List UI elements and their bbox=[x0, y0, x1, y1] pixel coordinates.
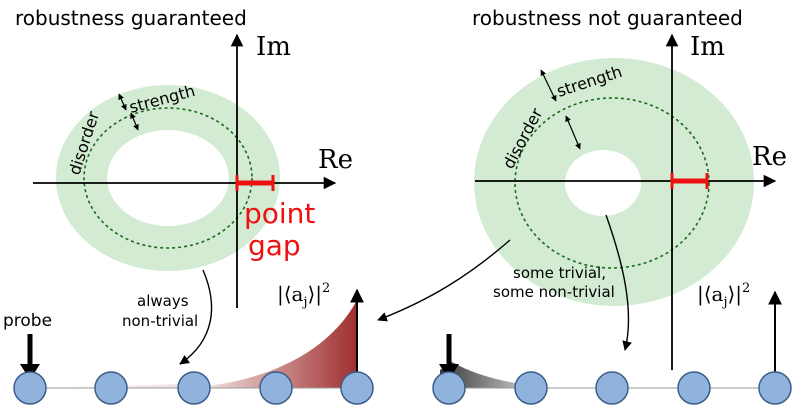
right-site-5 bbox=[758, 371, 792, 405]
left-title: robustness guaranteed bbox=[15, 6, 247, 30]
probe-label: probe bbox=[3, 311, 52, 331]
left-point-gap-label-1: point bbox=[244, 197, 315, 230]
right-im-label: Im bbox=[690, 32, 725, 62]
left-faint-tail bbox=[30, 384, 180, 388]
left-overlap-label: |⟨aj⟩|2 bbox=[277, 281, 330, 310]
right-site-1 bbox=[432, 371, 466, 405]
right-overlap-label: |⟨aj⟩|2 bbox=[697, 281, 750, 310]
right-site-4 bbox=[677, 371, 711, 405]
left-ring-centerline bbox=[83, 107, 253, 249]
right-width-arrow-2 bbox=[565, 115, 581, 150]
left-width-arrow-1 bbox=[118, 93, 127, 111]
right-site-3 bbox=[595, 371, 629, 405]
left-re-label: Re bbox=[318, 145, 353, 175]
right-ring-centerline bbox=[514, 97, 710, 269]
right-site-2 bbox=[514, 371, 548, 405]
right-curve-label-1: some trivial, bbox=[513, 264, 606, 282]
left-site-2 bbox=[94, 371, 128, 405]
right-escape-fill bbox=[440, 362, 560, 388]
left-spectrum-ring bbox=[56, 85, 280, 271]
left-accumulation-fill bbox=[30, 300, 357, 388]
right-curve-label-2: some non-trivial bbox=[493, 283, 615, 301]
left-curved-arrow bbox=[179, 269, 213, 365]
left-point-gap-label-2: gap bbox=[248, 229, 301, 262]
left-site-4 bbox=[259, 371, 293, 405]
left-site-3 bbox=[177, 371, 211, 405]
right-panel: robustness not guaranteed Re Im disorder… bbox=[432, 6, 792, 405]
right-curved-arrow bbox=[605, 214, 632, 351]
left-width-arrow-2 bbox=[130, 112, 139, 131]
left-site-5 bbox=[340, 371, 374, 405]
right-title: robustness not guaranteed bbox=[472, 6, 743, 30]
cross-panel-arrow bbox=[377, 239, 511, 322]
left-curve-label-1: always bbox=[137, 292, 189, 310]
left-curve-label-2: non-trivial bbox=[122, 312, 198, 330]
left-site-1 bbox=[13, 371, 47, 405]
left-panel: robustness guaranteed Re Im disorder str… bbox=[3, 6, 374, 405]
left-im-label: Im bbox=[256, 32, 291, 62]
right-re-label: Re bbox=[752, 142, 787, 172]
right-width-arrow-1 bbox=[540, 69, 557, 102]
